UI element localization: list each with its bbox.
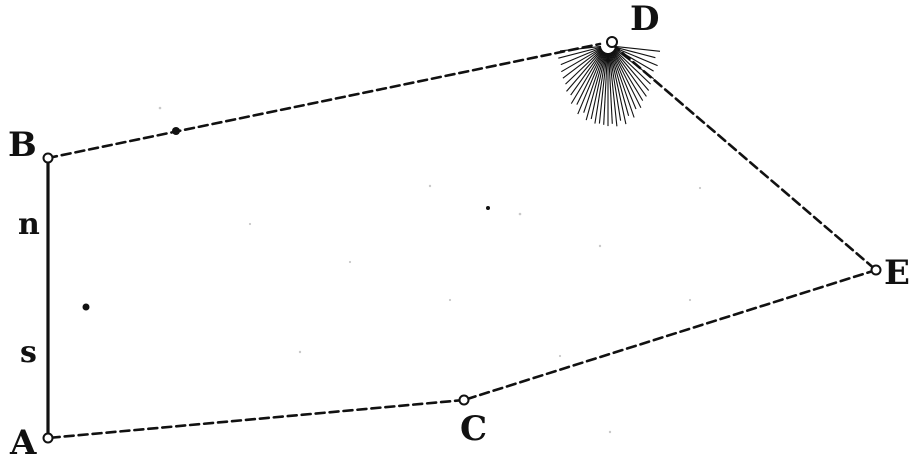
hatch-line	[558, 46, 602, 59]
hatch-line	[612, 51, 642, 108]
marker-dot-upper	[172, 127, 180, 135]
hatch-line	[612, 50, 647, 97]
label-c: C	[460, 409, 487, 449]
paper-texture	[158, 106, 702, 434]
hatch-line	[576, 51, 604, 105]
label-d: D	[630, 0, 659, 39]
node-d	[606, 36, 618, 48]
hatch-line	[613, 49, 650, 91]
hatch-line	[570, 50, 604, 96]
hatch-line	[583, 51, 605, 113]
hatched-sector-d	[558, 45, 661, 127]
wire-b-d	[46, 42, 602, 160]
hatch-line	[613, 49, 651, 85]
hatch-line	[561, 47, 602, 73]
hatch-line	[612, 50, 644, 101]
node-b	[42, 152, 54, 164]
wire-c-a	[46, 398, 466, 440]
hatch-line	[608, 52, 618, 127]
hatch-line	[614, 47, 654, 72]
hatch-line	[614, 46, 656, 59]
label-n: n	[18, 207, 40, 242]
marker-dot-center	[486, 206, 490, 210]
label-b: B	[8, 125, 37, 165]
label-s: s	[20, 335, 37, 370]
label-a: A	[9, 423, 37, 460]
hatch-line	[611, 51, 637, 110]
node-a	[42, 432, 54, 444]
hatch-line	[609, 52, 622, 121]
hatch-line	[603, 52, 608, 125]
hatch-line	[565, 49, 603, 85]
node-e	[870, 264, 882, 276]
wire-d-e	[610, 42, 878, 272]
node-c	[458, 394, 470, 406]
hatch-line	[577, 51, 605, 115]
hatch-line	[594, 52, 607, 124]
hatch-line	[614, 48, 655, 80]
hatch-line	[614, 45, 661, 52]
hatch-line	[566, 49, 603, 92]
hatch-line	[585, 52, 606, 121]
hatch-line	[608, 52, 613, 124]
hatch-line	[590, 52, 607, 120]
marker-dot-left	[82, 303, 90, 311]
hatch-line	[609, 52, 627, 125]
hatch-line	[610, 52, 630, 116]
hatch-line	[598, 52, 608, 124]
hatch-line	[560, 47, 602, 66]
hatch-line	[611, 51, 635, 118]
wire-e-c	[462, 268, 878, 402]
hatch-line	[570, 50, 604, 104]
hatch-line	[562, 48, 602, 79]
label-e: E	[884, 253, 910, 293]
hatch-line	[559, 45, 602, 52]
hatch-line	[614, 47, 658, 67]
